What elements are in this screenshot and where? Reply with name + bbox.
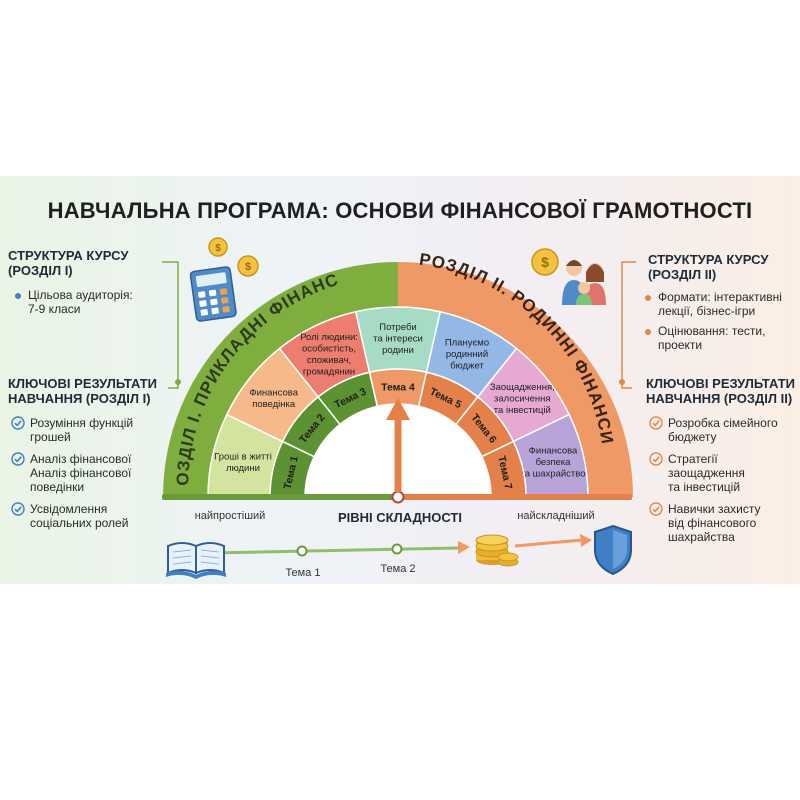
- right-results-panel: КЛЮЧОВІ РЕЗУЛЬТАТИ НАВЧАННЯ (РОЗДІЛ ІІ) …: [646, 376, 800, 544]
- section-1-band: [163, 262, 398, 497]
- check-circle-icon: [649, 452, 663, 466]
- timeline-arrow-head-right: [580, 534, 592, 547]
- timeline-node: [296, 545, 308, 557]
- right-structure-item: Формати: інтерактивні лекції, бізнес-ігр…: [645, 290, 798, 318]
- left-result-item: Розуміння функцій грошей: [11, 416, 168, 444]
- page-title: НАВЧАЛЬНА ПРОГРАМА: ОСНОВИ ФІНАНСОВОЇ ГР…: [47, 198, 753, 223]
- left-structure-item: Цільова аудиторія: 7-9 класи: [15, 288, 158, 316]
- right-result-item: Навички захисту від фінансового шахрайст…: [649, 502, 800, 544]
- easy-label: найпростіший: [195, 510, 266, 522]
- check-circle-icon: [649, 502, 663, 516]
- left-result-item: Аналіз фінансової Аналіз фінансової пове…: [11, 452, 168, 494]
- right-structure-heading: СТРУКТУРА КУРСУ (РОЗДІЛ ІІ): [648, 252, 769, 282]
- right-result-item: Розробка сімейного бюджету: [649, 416, 800, 444]
- timeline-label: Тема 1: [285, 567, 320, 579]
- right-connector-dot: [619, 379, 625, 385]
- left-structure-panel: СТРУКТУРА КУРСУ (РОЗДІЛ І) Цільова аудит…: [8, 248, 158, 316]
- timeline-line: [209, 546, 459, 555]
- svg-text:$: $: [541, 254, 549, 270]
- coin-stack-icon: [475, 534, 519, 567]
- topic-text: Ролі людини:особистість,споживач,громадя…: [300, 332, 358, 378]
- check-circle-icon: [11, 416, 25, 430]
- axis-center-marker: [391, 490, 405, 504]
- check-circle-icon: [649, 416, 663, 430]
- calculator-icon: [189, 266, 237, 322]
- section-2-band: [398, 262, 633, 497]
- shield-icon: [594, 524, 632, 576]
- difficulty-axis-line-right: [397, 494, 632, 500]
- timeline-line-right: [514, 538, 583, 548]
- svg-text:$: $: [245, 261, 251, 273]
- dollar-coin-icon: $: [531, 248, 559, 276]
- check-circle-icon: [11, 502, 25, 516]
- difficulty-axis-title: РІВНІ СКЛАДНОСТІ: [338, 510, 462, 525]
- svg-text:$: $: [215, 243, 221, 254]
- book-icon: [166, 542, 226, 579]
- left-connector-dot: [175, 379, 181, 385]
- coins-icon: $ $: [208, 237, 259, 277]
- left-result-item: Усвідомлення соціальних ролей: [11, 502, 168, 530]
- hard-label: найскладніший: [517, 510, 594, 522]
- difficulty-arrow-head: [386, 398, 410, 420]
- left-connector-line: [162, 261, 179, 389]
- left-structure-heading: СТРУКТУРА КУРСУ (РОЗДІЛ І): [8, 248, 129, 278]
- timeline-arrow-head: [458, 541, 470, 554]
- right-result-item: Стратегії заощадження та інвестицій: [649, 452, 800, 494]
- difficulty-arrow: [394, 418, 402, 492]
- right-results-heading: КЛЮЧОВІ РЕЗУЛЬТАТИ НАВЧАННЯ (РОЗДІЛ ІІ): [646, 376, 796, 406]
- timeline-label: Тема 2: [380, 563, 415, 575]
- check-circle-icon: [11, 452, 25, 466]
- left-results-panel: КЛЮЧОВІ РЕЗУЛЬТАТИ НАВЧАННЯ (РОЗДІЛ І) Р…: [8, 376, 168, 530]
- right-structure-panel: СТРУКТУРА КУРСУ (РОЗДІЛ ІІ) Формати: інт…: [645, 252, 798, 352]
- right-connector-line: [621, 261, 636, 389]
- tema-label: Тема 4: [381, 382, 415, 394]
- timeline-node: [391, 543, 403, 555]
- left-results-heading: КЛЮЧОВІ РЕЗУЛЬТАТИ НАВЧАННЯ (РОЗДІЛ І): [8, 376, 158, 406]
- family-icon: [562, 260, 606, 305]
- right-structure-item: Оцінювання: тести, проекти: [645, 324, 798, 352]
